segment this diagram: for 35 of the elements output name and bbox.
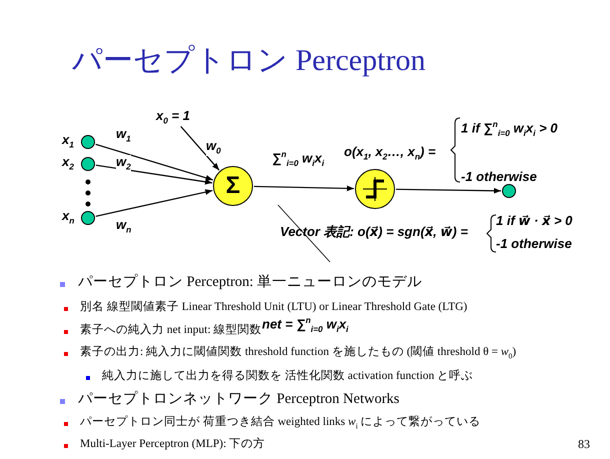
bullet-text: 別名 線型閾値素子 Linear Threshold Unit (LTU) or Linear Threshold Gate (LTG) [80, 301, 468, 314]
bullet-heading: パーセプトロン Perceptron: 単一ニューロンのモデル [78, 275, 422, 291]
formula: o(x$_{1}$, x$_{2}$…, x$_{n}$) = [344, 145, 436, 162]
bullet-text: 素子への純入力 net input: 線型関数 [80, 324, 262, 337]
formula: -1 otherwise [461, 170, 537, 184]
input-label: x$_{0}$ = 1 [156, 109, 190, 126]
summation-node [213, 166, 253, 206]
bullet-text: 素子の出力: 純入力に閾値関数 threshold function を施したもの (閾値 threshold θ = w$_{0}$) [80, 346, 516, 360]
edge-label: ∑$^{n}$$_{i=0}$ w$_{i}$x$_{i}$ [272, 150, 324, 168]
activation-node [355, 169, 395, 209]
page-number: 83 [578, 438, 590, 452]
output-node [502, 184, 516, 198]
bullet-text: 純入力に施して出力を得る関数を 活性化関数 activation function と呼ぶ [102, 370, 474, 383]
slide-title: パーセプトロン Perceptron [72, 44, 426, 77]
bullet-text: パーセプトロン同士が 荷重つき結合 weighted links w$_{i}$ によって繋がっている [80, 416, 481, 430]
sigma-symbol: Σ [226, 174, 240, 198]
bullet-heading: パーセプトロンネットワーク Perceptron Networks [78, 392, 400, 408]
formula: net = ∑$^{n}$$_{i=0}$ w$_{i}$x$_{i}$ [262, 316, 348, 334]
formula: -1 otherwise [496, 237, 572, 252]
arrow [96, 189, 213, 217]
bullet-text: Multi-Layer Perceptron (MLP): 下の方 [80, 438, 266, 451]
arrow [180, 126, 220, 171]
arrow [96, 164, 212, 185]
input-node [81, 211, 95, 225]
edge-label: w$_{2}$ [116, 155, 131, 172]
input-label: x$_{2}$ [62, 155, 74, 172]
input-label: x$_{n}$ [62, 209, 74, 226]
arrow [254, 186, 354, 192]
input-label: x$_{1}$ [62, 133, 74, 150]
input-node [81, 135, 95, 149]
formula: 1 if w⃗ · x⃗ > 0 [496, 214, 572, 228]
arrow [396, 188, 501, 194]
arrow [95, 144, 214, 181]
formula: 1 if ∑$^{n}$$_{i=0}$ w$_{i}$x$_{i}$ > 0 [461, 120, 558, 138]
input-node [81, 157, 95, 171]
